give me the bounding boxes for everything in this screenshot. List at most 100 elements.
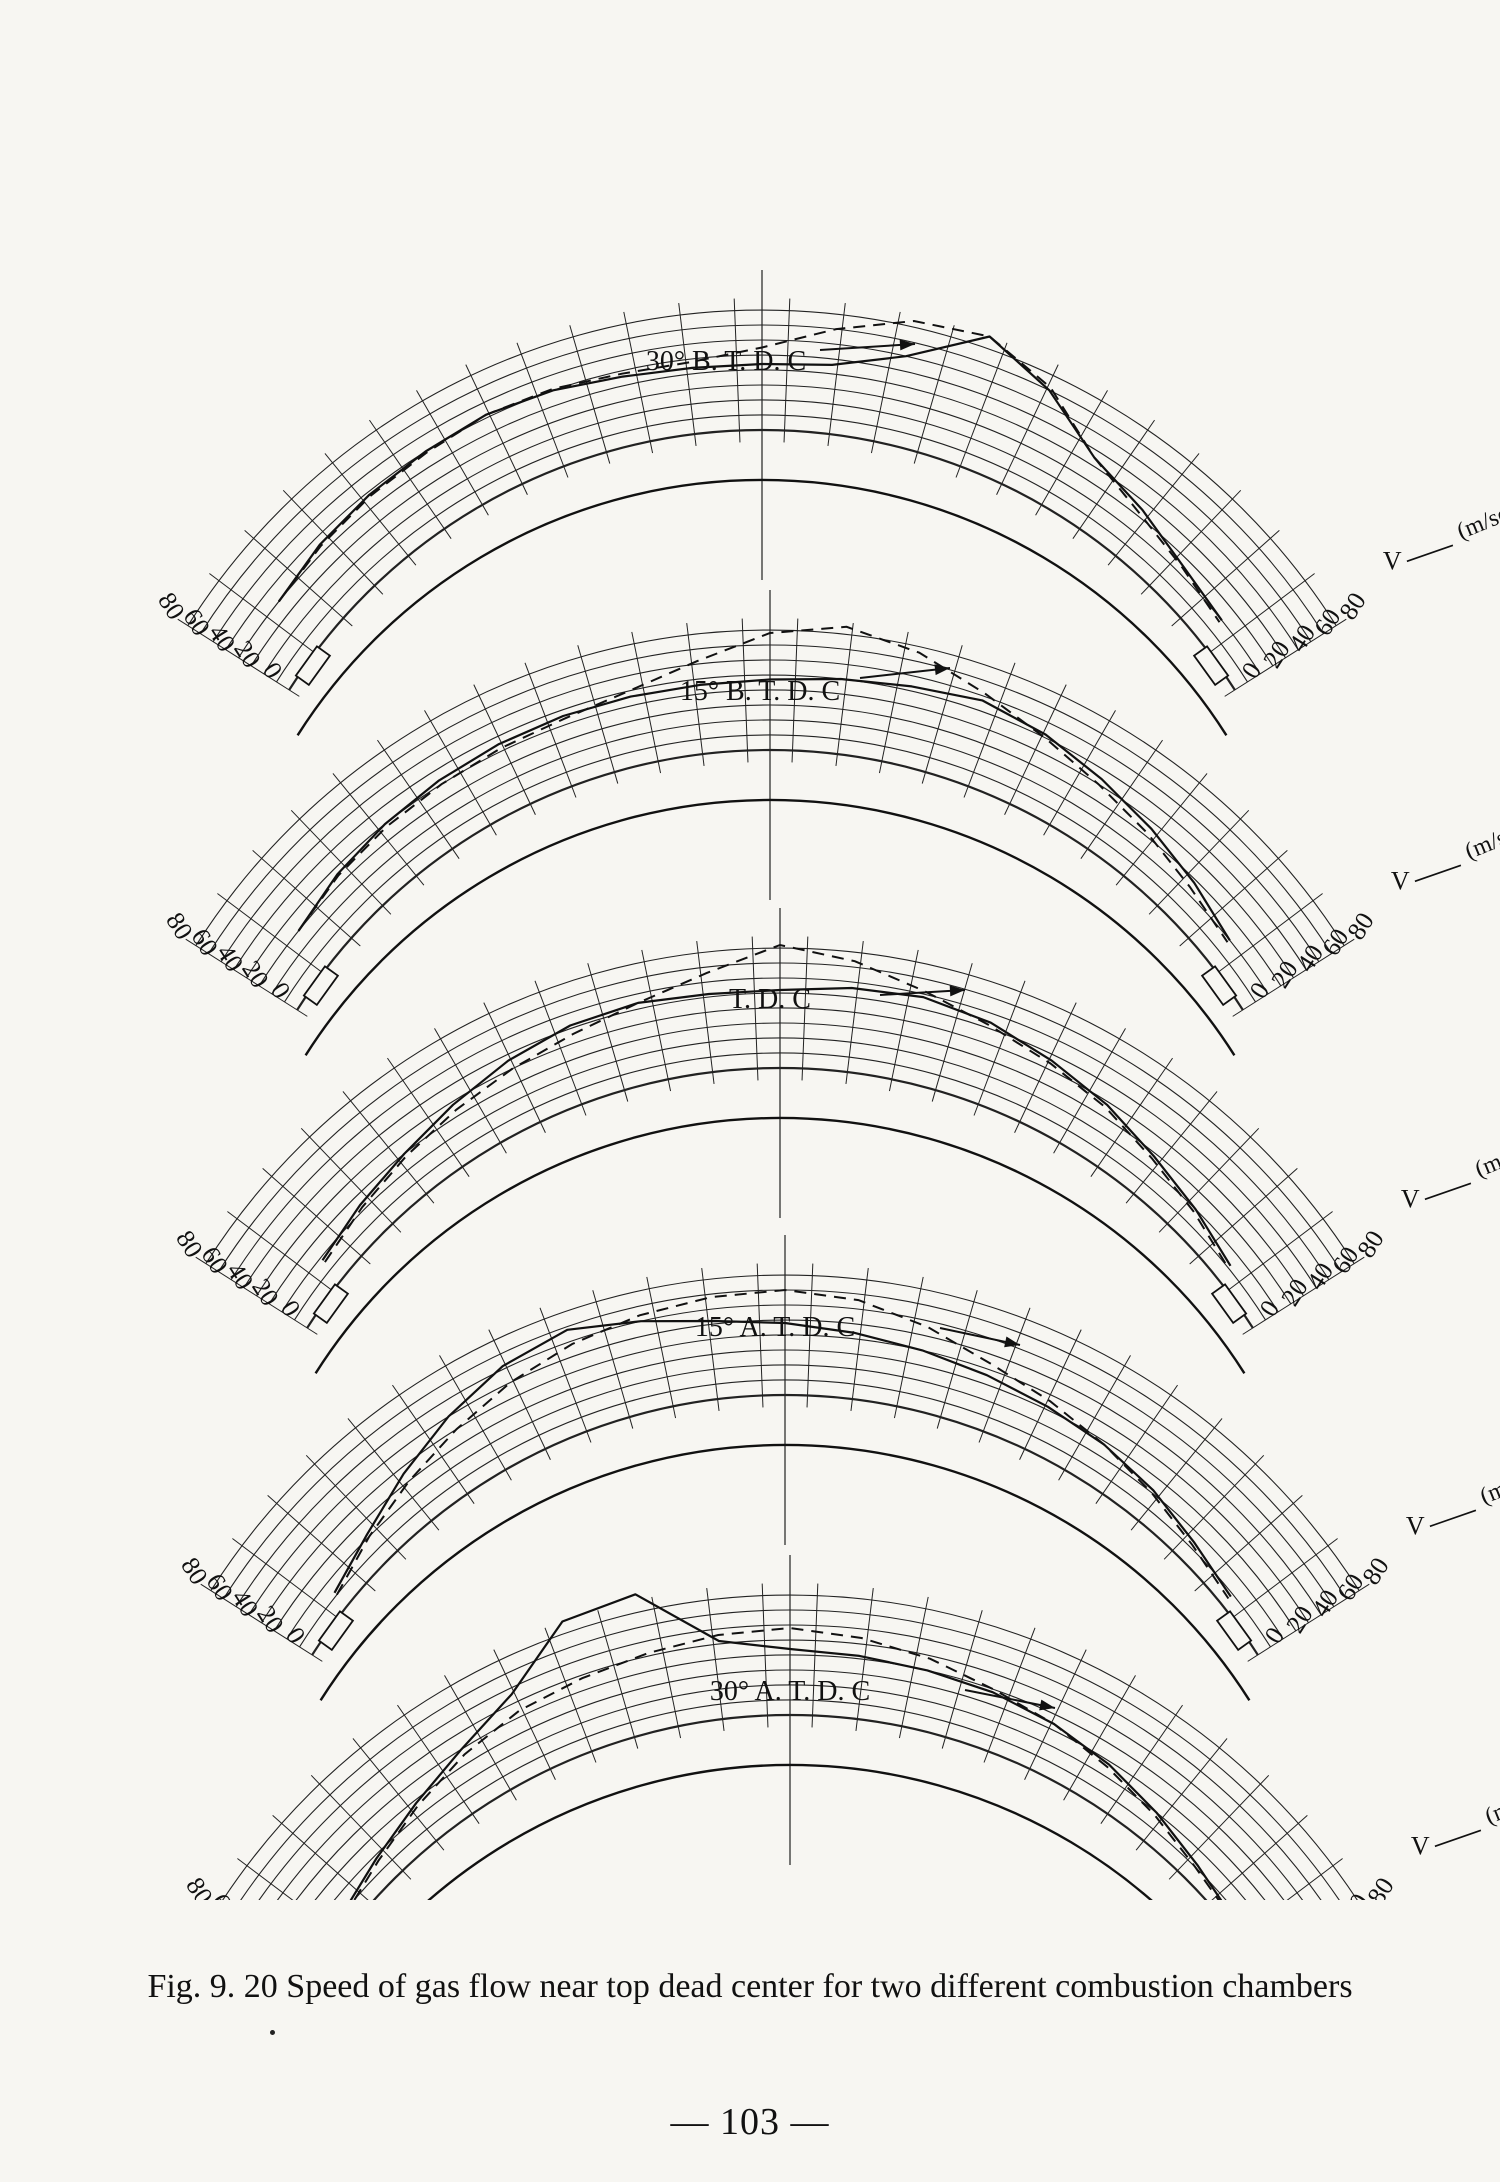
velocity-unit-label: (m/sec)	[1481, 1779, 1500, 1830]
grid-radial	[1058, 1355, 1131, 1481]
grid-radial	[1125, 1091, 1218, 1204]
probe-marker	[1215, 1610, 1253, 1652]
grid-radial	[850, 1267, 869, 1412]
flow-direction-arrow	[859, 667, 951, 679]
grid-radial	[267, 1495, 376, 1592]
grid-radial	[1211, 1815, 1308, 1900]
probe-marker	[302, 965, 340, 1007]
grid-radial	[217, 893, 333, 981]
velocity-profile-solid	[349, 1593, 1223, 1900]
velocity-arrow	[1414, 864, 1462, 883]
grid-radial	[1242, 1256, 1365, 1335]
grid-radial	[996, 364, 1059, 495]
grid-radial	[913, 325, 955, 464]
grid-radial	[1217, 1211, 1333, 1299]
grid-radial	[811, 1583, 819, 1728]
grid-radial	[827, 302, 846, 447]
grid-radial	[539, 1307, 592, 1443]
velocity-arrow	[1424, 1182, 1472, 1201]
grid-radial	[855, 1587, 874, 1732]
grid-radial	[493, 1649, 556, 1780]
grid-radial	[678, 302, 697, 447]
velocity-axis-label: V	[1411, 1831, 1430, 1860]
velocity-profile-dashed	[336, 1288, 1230, 1600]
grid-radial	[801, 936, 809, 1081]
flow-arrow-head	[949, 985, 965, 997]
grid-radial	[1168, 1774, 1270, 1880]
grid-radial	[444, 1675, 517, 1801]
grid-radial	[324, 453, 417, 566]
grid-radial	[282, 489, 384, 595]
grid-radial	[1286, 1858, 1343, 1900]
grid-radial	[888, 949, 919, 1092]
grid-radial	[1035, 390, 1108, 516]
chamber-contour	[314, 1116, 1246, 1374]
grid-radial	[1179, 850, 1288, 947]
grid-radial	[1090, 1057, 1173, 1177]
crank-angle-label: 30° B. T. D. C	[646, 346, 806, 377]
velocity-unit-label: (m/sec)	[1453, 494, 1500, 545]
grid-radial	[1158, 1127, 1260, 1233]
grid-radial	[1095, 1384, 1178, 1504]
grid-radial	[488, 1329, 551, 1460]
velocity-profile-dashed	[324, 943, 1229, 1269]
grid-radial	[1135, 1738, 1228, 1851]
velocity-unit-label: (m/sec)	[1471, 1132, 1500, 1183]
grid-radial	[1014, 1002, 1077, 1133]
grid-radial	[1130, 1418, 1223, 1531]
grid-radial	[1189, 1168, 1298, 1265]
grid-radial	[587, 963, 629, 1102]
scale-tick-label: 60	[1336, 1888, 1374, 1900]
grid-radial	[465, 364, 528, 495]
grid-radial	[195, 1256, 318, 1335]
grid-radial	[597, 1610, 639, 1749]
grid-radial	[1140, 489, 1242, 595]
crank-angle-label: 30° A. T. D. C	[710, 1676, 870, 1707]
probe-marker	[1200, 965, 1238, 1007]
page-speck	[270, 2030, 275, 2035]
grid-radial	[439, 1355, 512, 1481]
grid-radial	[262, 1168, 371, 1265]
velocity-profile-solid	[321, 986, 1232, 1267]
probe-marker	[1210, 1283, 1248, 1325]
grid-radial	[200, 1583, 323, 1662]
grid-radial	[1024, 1649, 1087, 1780]
crank-angle-label: 15° A. T. D. C	[695, 1312, 855, 1343]
grid-radial	[706, 1587, 725, 1732]
grid-radial	[1222, 1538, 1338, 1626]
grid-radial	[387, 1057, 470, 1177]
velocity-arrow	[1429, 1509, 1477, 1528]
grid-radial	[973, 980, 1026, 1116]
flow-arrow-head	[934, 664, 950, 676]
probe-marker	[312, 1283, 350, 1325]
grid-radial	[733, 298, 741, 443]
grid-radial	[342, 1091, 435, 1204]
grid-radial	[1107, 453, 1200, 566]
velocity-arrow	[1434, 1829, 1482, 1848]
grid-radial	[651, 1596, 682, 1739]
velocity-profile-dashed	[278, 319, 1221, 623]
grid-radial	[1163, 1454, 1265, 1560]
probe-marker	[294, 645, 332, 687]
velocity-profile-solid	[277, 335, 1223, 621]
grid-radial	[696, 940, 715, 1085]
grid-radial	[237, 1858, 294, 1900]
grid-radial	[761, 1583, 769, 1728]
grid-radial	[701, 1267, 720, 1412]
grid-radial	[369, 419, 452, 539]
grid-radial	[300, 1127, 402, 1233]
grid-radial	[963, 662, 1016, 798]
grid-radial	[473, 684, 536, 815]
grid-radial	[751, 936, 759, 1081]
grid-radial	[592, 1290, 634, 1429]
grid-radial	[1043, 710, 1116, 836]
grid-radial	[936, 1290, 978, 1429]
grid-radial	[416, 390, 489, 516]
grid-radial	[835, 622, 854, 767]
grid-radial	[631, 631, 662, 774]
chamber-contour	[296, 478, 1228, 736]
